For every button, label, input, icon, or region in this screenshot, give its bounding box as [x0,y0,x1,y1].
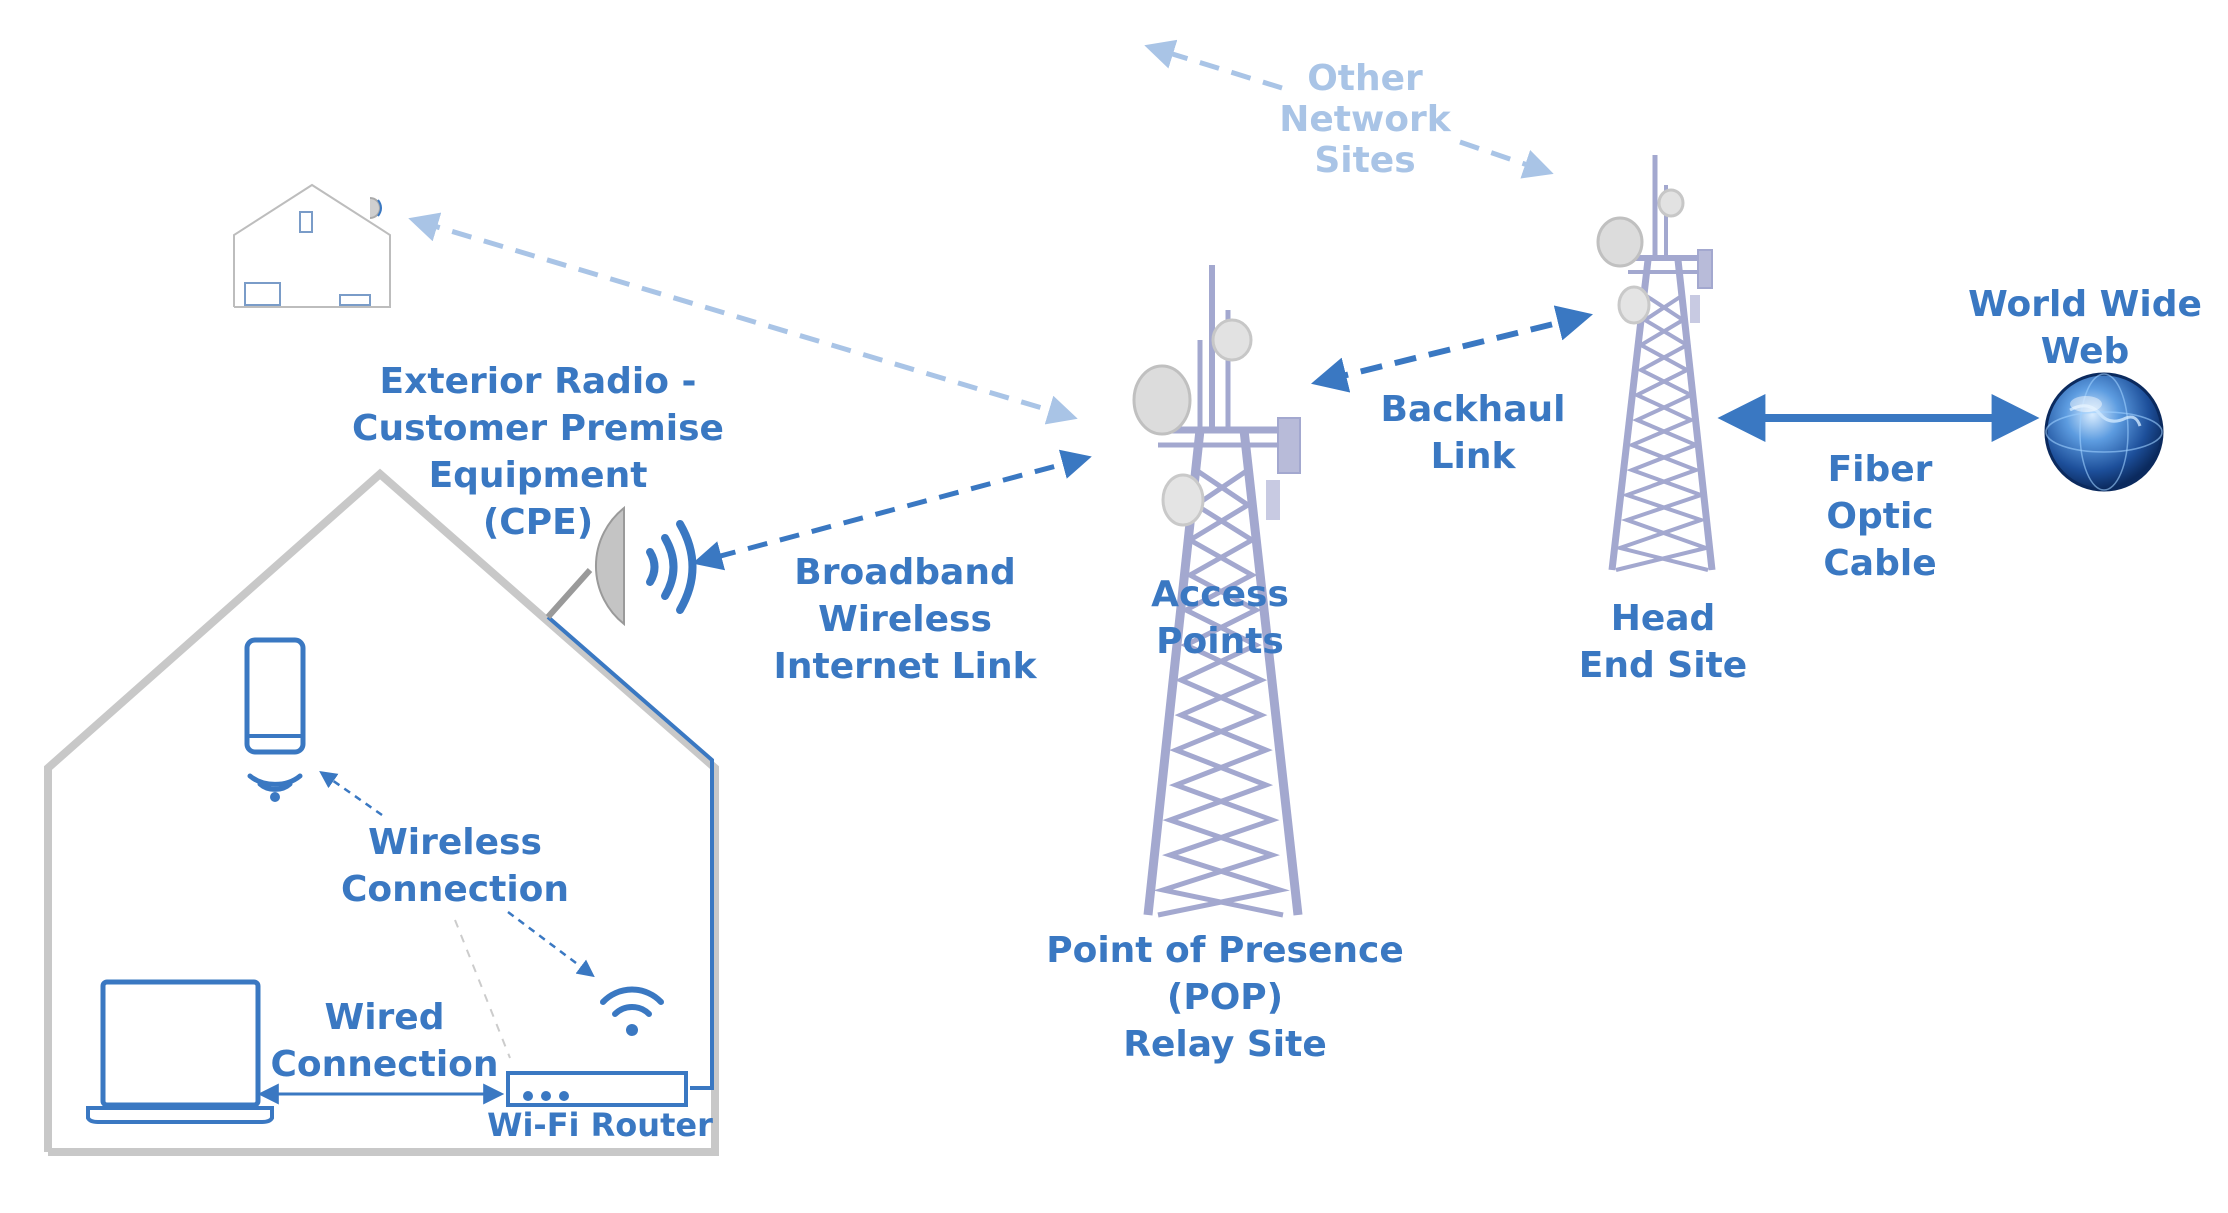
backhaul-link-arrow [1311,305,1593,393]
broadband-wireless-link-arrow [692,449,1092,571]
microwave-dish-icon [1596,216,1644,268]
cpe-dish-icon [545,505,697,627]
laptop-icon [86,979,274,1124]
head-end-tower-icon [1608,155,1716,572]
wireless-connection-arrow-down [507,911,595,978]
head-end-site-label: Head End Site [1578,598,1748,686]
globe-icon [2044,372,2164,492]
microwave-dish-icon [1161,473,1205,527]
other-network-sites-label: Other Network Sites [1279,58,1451,181]
microwave-dish-icon [1617,285,1651,325]
fiber-optic-cable-label: Fiber Optic Cable [1823,449,1937,584]
backhaul-link-label: Backhaul Link [1380,389,1566,477]
wired-connection-label: Wired Connection [270,997,499,1085]
exterior-radio-label: Exterior Radio - Customer Premise Equipm… [352,361,724,543]
customer-house [44,468,719,1156]
microwave-dish-icon [1211,318,1253,362]
wifi-router-label: Wi-Fi Router [487,1106,713,1144]
other-sites-link-arrow [1144,39,1283,91]
remote-house-icon [233,183,391,308]
access-points-label: Access Points [1151,574,1289,662]
wireless-connection-label: Wireless Connection [340,822,570,910]
other-sites-link-arrow [1459,139,1554,179]
microwave-dish-icon [1657,188,1685,218]
microwave-dish-icon [1132,364,1192,436]
world-wide-web-label: World Wide Web [1968,284,2202,372]
broadband-link-label: Broadband Wireless Internet Link [773,552,1037,687]
point-of-presence-label: Point of Presence (POP) Relay Site [1046,930,1404,1065]
wireless-connection-arrow-up [319,770,383,817]
wifi-router-icon [506,986,688,1107]
smartphone-icon [244,637,306,802]
remote-house-link-arrow [408,212,1078,425]
